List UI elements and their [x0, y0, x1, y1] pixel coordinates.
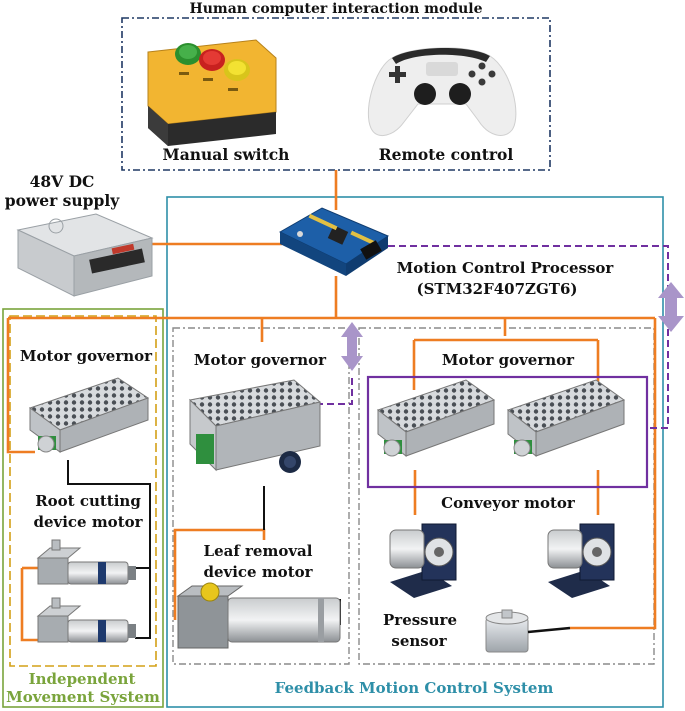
- leaf-motor-label-line2: device motor: [203, 563, 313, 581]
- root-motor-label-line2: device motor: [33, 513, 143, 531]
- remote-control-image: [368, 47, 517, 137]
- independent-system-title-line2: Movement System: [6, 688, 160, 706]
- root-motor-label-line1: Root cutting: [35, 492, 141, 510]
- root-governor-label: Motor governor: [20, 347, 153, 365]
- hci-module-title: Human computer interaction module: [190, 1, 483, 17]
- remote-control-label: Remote control: [379, 145, 514, 164]
- feedback-system-frame: [166, 196, 664, 708]
- leaf-governor-label: Motor governor: [194, 351, 327, 369]
- power-supply-label-line1: 48V DC: [30, 172, 95, 191]
- leaf-governor-image: [188, 379, 322, 473]
- conveyor-governor-left-image: [376, 379, 496, 458]
- hci-module-frame: [121, 17, 551, 171]
- processor-board-image: [278, 207, 390, 276]
- root-governor-image: [28, 377, 150, 453]
- processor-label-line1: Motion Control Processor: [397, 259, 615, 277]
- leaf-motor-label-line1: Leaf removal: [204, 542, 313, 560]
- pressure-sensor-label-line2: sensor: [391, 632, 447, 650]
- power-supply-image: [16, 213, 154, 297]
- feedback-system-title: Feedback Motion Control System: [275, 679, 554, 697]
- conveyor-governor-right-image: [506, 379, 626, 458]
- root-motor-lower-image: [36, 597, 136, 643]
- conveyor-governor-label: Motor governor: [442, 351, 575, 369]
- conveyor-motor-left-image: [389, 523, 457, 598]
- root-cutting-dashed-frame: [9, 315, 157, 667]
- independent-system-frame: [2, 308, 164, 708]
- root-motor-upper-image: [36, 539, 136, 585]
- manual-switch-image: [147, 39, 277, 146]
- power-supply-label-line2: power supply: [5, 191, 121, 210]
- leaf-motor-image: [176, 582, 341, 649]
- conveyor-motor-label: Conveyor motor: [441, 494, 576, 512]
- leaf-removal-dashed-frame: [172, 327, 350, 665]
- processor-label-line2: (STM32F407ZGT6): [417, 280, 578, 298]
- pressure-sensor-label-line1: Pressure: [383, 611, 457, 629]
- independent-system-title-line1: Independent: [29, 670, 136, 688]
- manual-switch-label: Manual switch: [163, 145, 290, 164]
- double-arrow-icon: [341, 282, 684, 371]
- conveyor-motor-right-image: [547, 523, 615, 598]
- pressure-sensor-image: [485, 609, 571, 653]
